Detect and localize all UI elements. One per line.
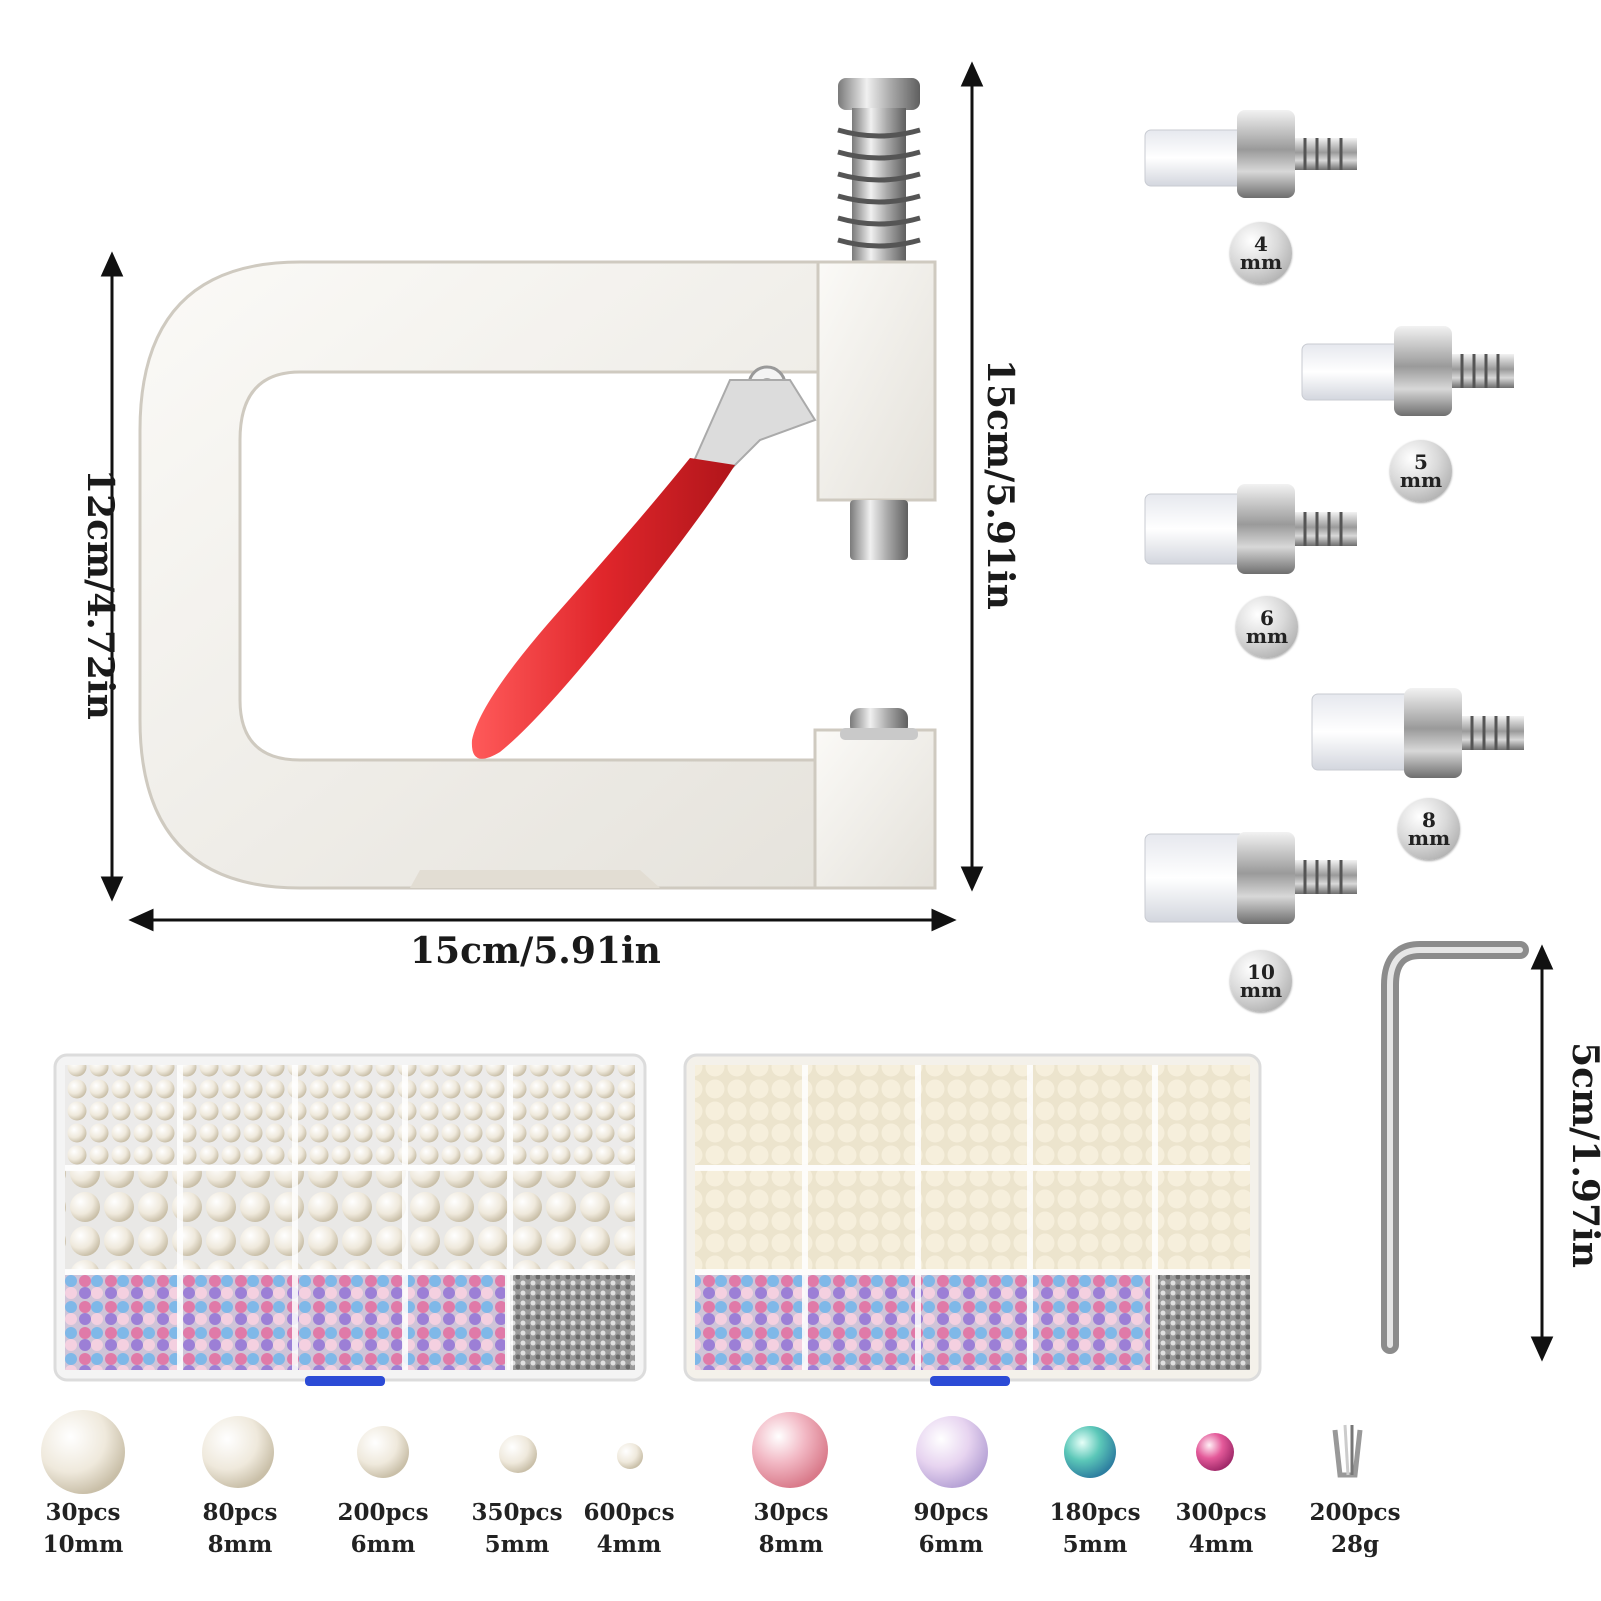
setting-heads: [1144, 110, 1524, 924]
pearl-10mm: [41, 1410, 125, 1494]
pearl-rainbow-5mm: [1064, 1426, 1116, 1478]
dimension-arrows: [100, 61, 1554, 1362]
pearl-5mm: [499, 1435, 537, 1473]
sample-pearls: [41, 1410, 1363, 1494]
setting-head-5mm: [1301, 326, 1514, 416]
setting-head-4mm: [1144, 110, 1357, 198]
pearl-4mm: [617, 1443, 643, 1469]
red-handle: [471, 458, 735, 759]
pearl-6mm: [357, 1426, 409, 1478]
pearl-8mm: [202, 1416, 274, 1488]
tool-height-inner-label: 12cm/4.72in: [79, 469, 121, 720]
tool-height-outer-label: 15cm/5.91in: [979, 359, 1021, 610]
wrench-length-label: 5cm/1.97in: [1564, 1042, 1601, 1268]
spring: [837, 127, 921, 249]
adjust-knob: [838, 78, 920, 110]
pearl-box-cream: [683, 1053, 1262, 1386]
claw-rivet-icon: [1332, 1424, 1363, 1478]
pearl-setting-tool: [138, 78, 937, 890]
pearl-rainbow-8mm: [752, 1412, 828, 1488]
setting-head-10mm: [1144, 832, 1357, 924]
setting-head-8mm: [1311, 688, 1524, 778]
hex-wrench: [1381, 941, 1529, 1354]
pearl-box-white: [53, 1053, 647, 1386]
upper-die: [850, 500, 908, 560]
tool-width-label: 15cm/5.91in: [410, 930, 661, 972]
pearl-rainbow-4mm: [1196, 1433, 1234, 1471]
pearl-rainbow-6mm: [916, 1416, 988, 1488]
setting-head-6mm: [1144, 484, 1357, 574]
